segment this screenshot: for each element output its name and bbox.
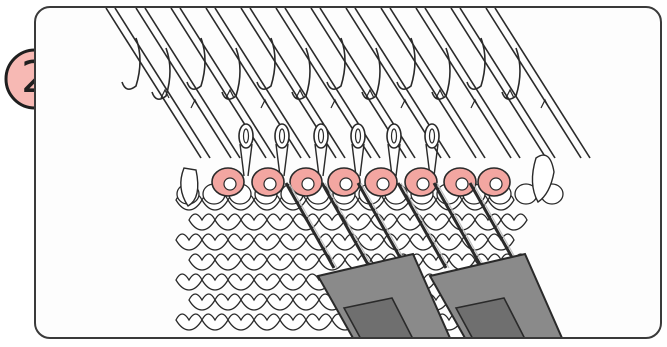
knit-stitch	[189, 294, 215, 310]
knit-stitch	[254, 314, 280, 330]
knit-stitch	[254, 274, 280, 290]
tool-eyelet	[351, 124, 365, 176]
tool-eyelet	[387, 124, 401, 176]
knit-stitch	[267, 214, 293, 230]
machine-needles	[106, 8, 590, 158]
knit-stitch	[228, 274, 254, 290]
tool-eyelet	[314, 124, 328, 176]
knit-stitch	[189, 254, 215, 270]
knit-stitch	[254, 234, 280, 250]
knit-stitch	[267, 254, 293, 270]
knit-stitch	[215, 214, 241, 230]
knit-stitch	[280, 234, 306, 250]
knit-stitch	[215, 294, 241, 310]
knitting-transfer-illustration	[36, 8, 662, 339]
knit-stitch	[176, 314, 202, 330]
needle-hook-icon	[327, 38, 345, 89]
knit-stitch	[280, 274, 306, 290]
needle-hook-icon	[467, 38, 485, 89]
needle-hook-icon	[397, 38, 415, 89]
tool-eyelet	[275, 124, 289, 176]
knit-stitch	[436, 234, 462, 250]
knit-stitch	[202, 234, 228, 250]
needle-hook-icon	[257, 38, 275, 89]
knit-stitch	[306, 314, 332, 330]
knit-stitch	[202, 314, 228, 330]
knit-stitch	[293, 254, 319, 270]
knit-stitch	[189, 214, 215, 230]
needle-hook-icon	[122, 38, 140, 89]
knit-stitch	[241, 254, 267, 270]
needle-hook-icon	[187, 38, 205, 89]
knit-stitch	[267, 294, 293, 310]
knit-stitch	[215, 254, 241, 270]
knit-stitch	[423, 214, 449, 230]
knit-stitch	[176, 234, 202, 250]
needle-hook-icon	[152, 48, 170, 99]
illustration-panel	[34, 6, 662, 339]
knit-stitch	[176, 274, 202, 290]
knit-stitch	[202, 274, 228, 290]
tool-eyelet	[239, 124, 253, 176]
machine-needle	[486, 8, 590, 158]
machine-needle	[241, 8, 345, 158]
machine-needle	[451, 8, 555, 158]
knit-stitch	[228, 314, 254, 330]
knit-stitch	[293, 294, 319, 310]
knit-stitch	[228, 234, 254, 250]
knit-stitch	[501, 214, 527, 230]
knit-stitch	[280, 314, 306, 330]
knit-stitch	[241, 294, 267, 310]
knit-stitch	[241, 214, 267, 230]
